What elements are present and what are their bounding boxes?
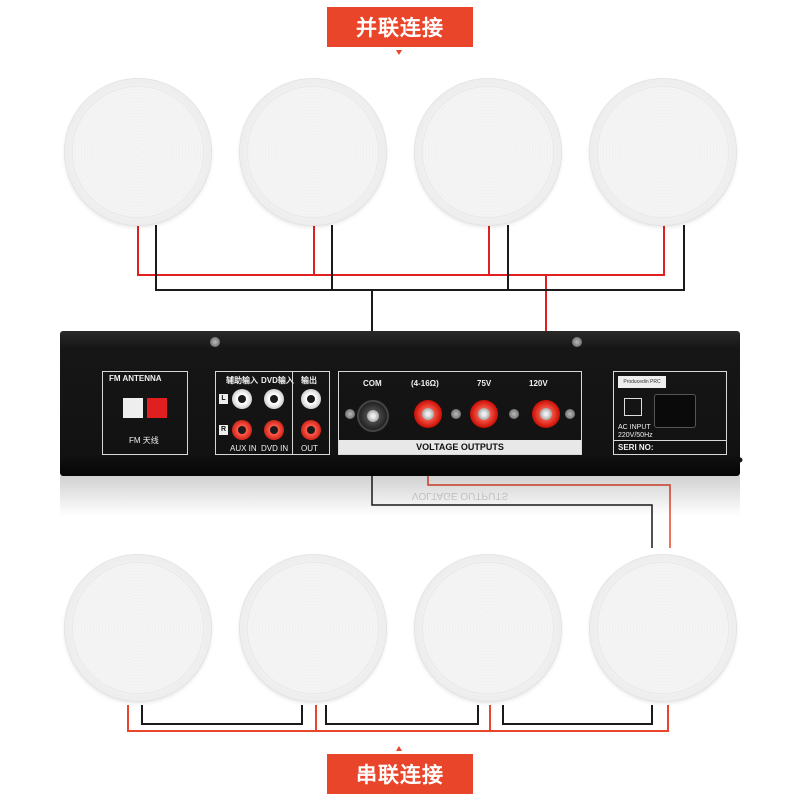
dvd-in-left-jack[interactable] xyxy=(264,389,284,409)
dvd-in-label: DVD IN xyxy=(261,444,289,453)
right-channel-label: R xyxy=(219,425,228,435)
made-in-label: Producedin PRC xyxy=(618,376,666,388)
amplifier-reflection xyxy=(60,476,740,516)
ceiling-speaker-bottom-4 xyxy=(590,555,736,701)
series-connection-title: 串联连接 xyxy=(327,754,473,794)
voltage-outputs-label: VOLTAGE OUTPUTS xyxy=(339,440,581,454)
parallel-connection-title: 并联连接 xyxy=(327,7,473,47)
ceiling-speaker-top-3 xyxy=(415,79,561,225)
double-insulation-icon xyxy=(624,398,642,416)
screw-icon xyxy=(509,409,519,419)
parallel-red-wire xyxy=(137,225,665,276)
screw-icon xyxy=(345,409,355,419)
output-cn-label: 输出 xyxy=(301,376,317,385)
fm-antenna-panel: FM ANTENNA FM 天线 xyxy=(102,371,188,455)
reflection-text: VOLTAGE OUTPUTS xyxy=(411,490,509,501)
series-link-2-black xyxy=(325,705,479,725)
left-channel-label: L xyxy=(219,394,228,404)
120v-terminal[interactable] xyxy=(532,400,560,428)
75v-label: 75V xyxy=(477,379,492,388)
series-link-1-black xyxy=(141,705,303,725)
divider xyxy=(614,440,726,441)
ceiling-speaker-top-1 xyxy=(65,79,211,225)
screw-icon xyxy=(565,409,575,419)
ac-rating-label: 220V/50Hz xyxy=(618,432,653,439)
ceiling-speaker-bottom-2 xyxy=(240,555,386,701)
ac-input-panel: Producedin PRC AC INPUT 220V/50Hz SERI N… xyxy=(613,371,727,455)
ceiling-speaker-top-2 xyxy=(240,79,386,225)
aux-in-label: AUX IN xyxy=(230,444,257,453)
com-terminal[interactable] xyxy=(357,400,389,432)
screw-icon xyxy=(210,337,220,347)
series-link-1-red xyxy=(127,705,317,732)
fm-antenna-label: FM ANTENNA xyxy=(109,374,162,383)
120v-label: 120V xyxy=(529,379,548,388)
aux-in-left-jack[interactable] xyxy=(232,389,252,409)
out-left-jack[interactable] xyxy=(301,389,321,409)
ceiling-speaker-top-4 xyxy=(590,79,736,225)
fm-label: FM 天线 xyxy=(129,436,159,445)
amplifier-rear-panel: FM ANTENNA FM 天线 辅助输入 DVD输入 L R AUX IN D… xyxy=(60,331,740,476)
audio-output-panel: 输出 OUT xyxy=(292,371,330,455)
fm-terminal-red[interactable] xyxy=(147,398,167,418)
aux-in-right-jack[interactable] xyxy=(232,420,252,440)
4-16-ohm-terminal[interactable] xyxy=(414,400,442,428)
fm-terminal-white[interactable] xyxy=(123,398,143,418)
series-link-3-black xyxy=(502,705,653,725)
ceiling-speaker-bottom-3 xyxy=(415,555,561,701)
screw-icon xyxy=(572,337,582,347)
parallel-black-wire xyxy=(155,225,685,291)
com-label: COM xyxy=(363,379,382,388)
impedance-label: (4-16Ω) xyxy=(411,379,439,388)
ac-input-label: AC INPUT xyxy=(618,424,651,431)
voltage-outputs-panel: COM (4-16Ω) 75V 120V VOLTAGE OUTPUTS xyxy=(338,371,582,455)
dvd-input-cn-label: DVD输入 xyxy=(261,376,294,385)
up-arrow-icon xyxy=(396,746,402,751)
series-link-2-red xyxy=(315,705,491,732)
75v-terminal[interactable] xyxy=(470,400,498,428)
serial-label: SERI NO: xyxy=(618,443,654,452)
out-right-jack[interactable] xyxy=(301,420,321,440)
ceiling-speaker-bottom-1 xyxy=(65,555,211,701)
screw-icon xyxy=(451,409,461,419)
out-label: OUT xyxy=(301,444,318,453)
dvd-in-right-jack[interactable] xyxy=(264,420,284,440)
power-inlet[interactable] xyxy=(654,394,696,428)
series-link-3-red xyxy=(489,705,669,732)
down-arrow-icon xyxy=(396,50,402,55)
aux-input-cn-label: 辅助输入 xyxy=(226,376,258,385)
